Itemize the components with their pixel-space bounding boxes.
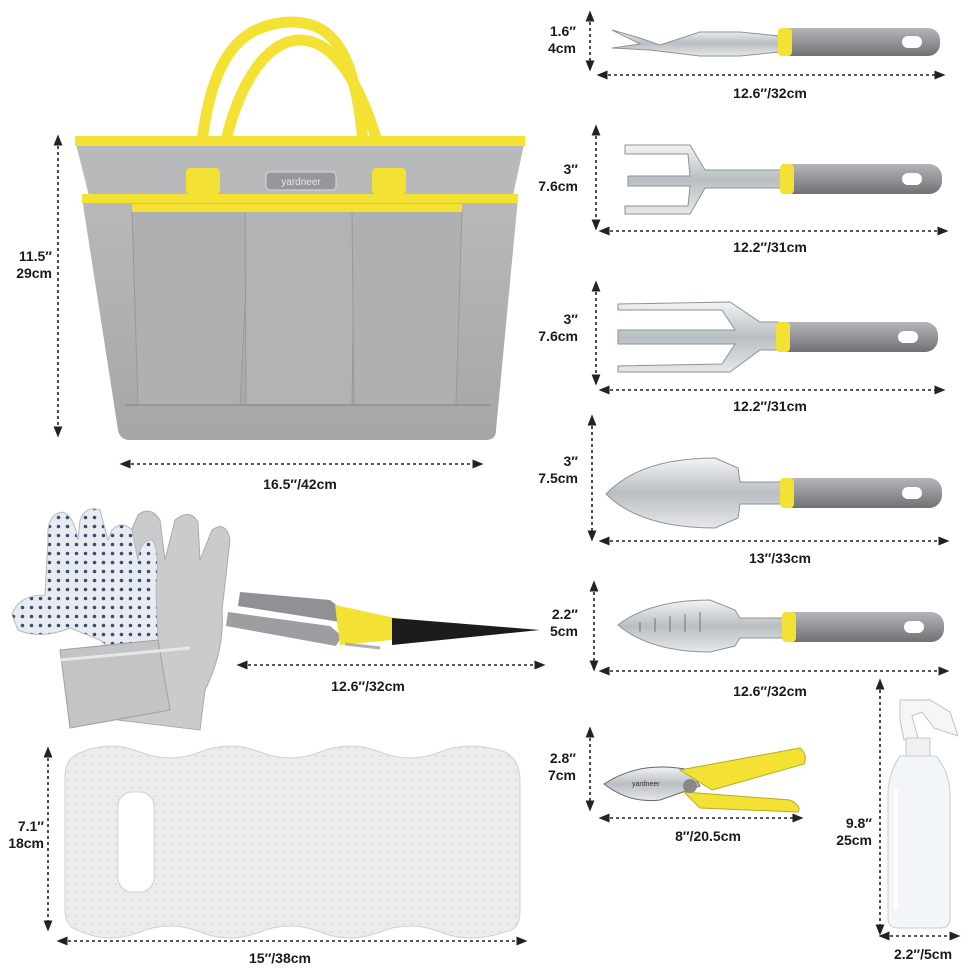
fork-length-label: 12.2″/31cm [733,398,807,414]
pad-height-in: 7.1″ [17,818,44,834]
pad-height-cm: 18cm [8,835,44,851]
pruner-length-label: 8″/20.5cm [675,828,741,844]
sprayer-width-label: 2.2″/5cm [893,946,953,962]
gardening-gloves [11,508,231,731]
trowel-height-cm: 7.5cm [538,470,578,486]
weeder-length-label: 12.6″/32cm [733,85,807,101]
weeder-height-cm: 4cm [547,40,576,56]
cultivator-height-in: 3″ [563,161,579,177]
fork-height-in: 3″ [563,311,579,327]
kneeling-pad [64,745,521,939]
sprayer-height-cm: 25cm [836,832,872,848]
pruner: yardneer [603,747,806,813]
cultivator-height-cm: 7.6cm [538,178,578,194]
trowel-height-in: 3″ [563,453,579,469]
cultivator-length-label: 12.2″/31cm [733,239,807,255]
bag-width-label: 16.5″/42cm [263,476,337,492]
pruner-height-cm: 7cm [547,767,576,783]
fork-height-cm: 7.6cm [538,328,578,344]
hand-weeder [611,28,940,57]
transplanter-length-label: 12.6″/32cm [733,683,807,699]
sprayer-height-in: 9.8″ [845,815,872,831]
shears-length-label: 12.6″/32cm [331,678,405,694]
pruner-brand-logo: yardneer [632,781,660,788]
bag-brand-logo: yardneer [281,177,321,188]
transplanter-height-cm: 5cm [549,623,578,639]
transplanter [617,599,944,653]
hand-fork [617,301,938,373]
bag-height-in: 11.5″ [18,248,52,264]
weeder-height-in: 1.6″ [549,23,576,39]
bag-height-cm: 29cm [16,265,52,281]
pruner-height-in: 2.8″ [549,750,576,766]
pad-width-label: 15″/38cm [249,950,311,966]
grass-shears [226,592,540,650]
trowel [605,457,942,529]
trowel-length-label: 13″/33cm [749,550,811,566]
cultivator [624,144,942,215]
tote-bag: yardneer [75,16,525,440]
spray-bottle [887,699,959,929]
transplanter-height-in: 2.2″ [551,606,578,622]
dimension-lines [43,10,961,946]
